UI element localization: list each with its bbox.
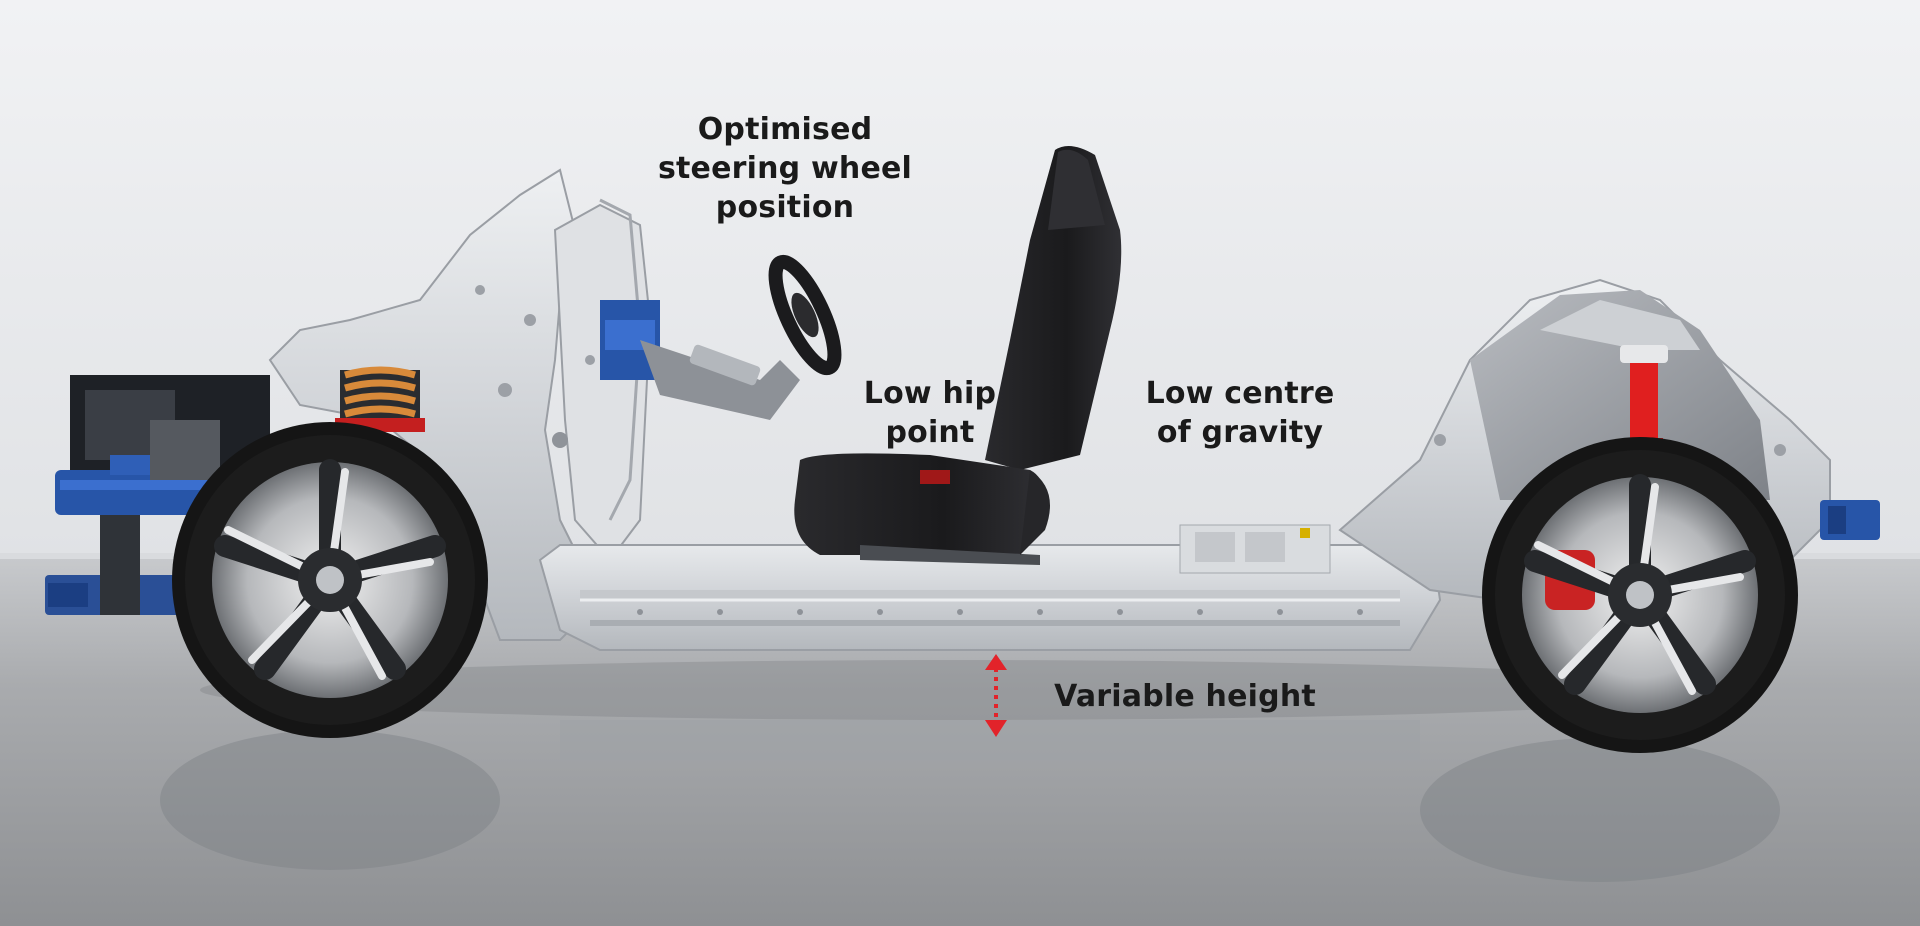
height-arrow-icon bbox=[985, 654, 1007, 737]
steering-column bbox=[640, 254, 842, 420]
floor-pan bbox=[538, 524, 1442, 651]
centre-of-gravity-label: Low centre of gravity bbox=[1145, 376, 1335, 450]
steering-position-label: Optimised steering wheel position bbox=[657, 112, 913, 225]
front-spring bbox=[335, 366, 425, 432]
front-wheel bbox=[172, 422, 488, 738]
seat bbox=[794, 146, 1122, 565]
hip-point-label: Low hip point bbox=[863, 376, 997, 450]
front-body bbox=[268, 168, 660, 641]
variable-height-label: Variable height bbox=[1054, 679, 1316, 714]
rear-wheel bbox=[1482, 437, 1798, 753]
